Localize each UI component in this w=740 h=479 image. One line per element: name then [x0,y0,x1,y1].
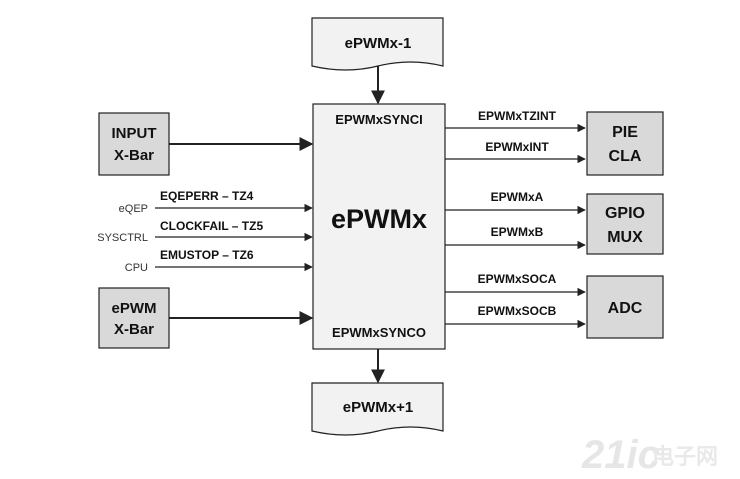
trip-signal-tz6: CPU EMUSTOP – TZ6 [125,248,313,274]
socb-label: EPWMxSOCB [478,304,557,318]
output-group-gpio: EPWMxA EPWMxB GPIO MUX [445,190,664,255]
tz4-label: EQEPERR – TZ4 [160,189,254,203]
center-title: ePWMx [331,204,427,234]
trip-signal-tz5: SYSCTRL CLOCKFAIL – TZ5 [97,219,313,244]
next-epwm-block: ePWMx+1 [311,382,444,436]
epwmb-label: EPWMxB [491,225,544,239]
tzint-label: EPWMxTZINT [478,109,557,123]
watermark: 21ic 电子网 [581,433,718,477]
tz6-label: EMUSTOP – TZ6 [160,248,254,262]
output-group-adc: EPWMxSOCA EPWMxSOCB ADC [445,272,664,339]
adc-label: ADC [608,300,643,317]
epwm-xbar-block: ePWM X-Bar [98,287,170,349]
epwm-center-block: EPWMxSYNCI ePWMx EPWMxSYNCO [312,103,446,350]
sync-in-label: EPWMxSYNCI [335,112,422,127]
output-group-pie: EPWMxTZINT EPWMxINT PIE CLA [445,109,664,176]
tz6-source: CPU [125,262,148,274]
soca-label: EPWMxSOCA [478,272,557,286]
pie-cla-block [586,111,664,176]
prev-epwm-block: ePWMx-1 [311,17,444,71]
epwm-xbar-line1: ePWM [112,300,157,317]
watermark-logo: 21ic [581,433,660,477]
pie-label: PIE [612,124,638,141]
gpio-label: GPIO [605,205,645,222]
epwm-xbar-line2: X-Bar [114,321,154,338]
trip-signal-tz4: eQEP EQEPERR – TZ4 [119,189,313,215]
int-label: EPWMxINT [485,140,549,154]
cla-label: CLA [609,148,642,165]
mux-label: MUX [607,229,643,246]
prev-epwm-label: ePWMx-1 [345,35,412,52]
epwma-label: EPWMxA [491,190,544,204]
next-epwm-label: ePWMx+1 [343,399,413,416]
tz5-label: CLOCKFAIL – TZ5 [160,219,263,233]
gpio-mux-block [586,193,664,255]
tz4-source: eQEP [119,203,148,215]
input-xbar-line1: INPUT [112,125,157,142]
sync-out-label: EPWMxSYNCO [332,325,426,340]
watermark-cn: 电子网 [652,445,718,470]
input-xbar-line2: X-Bar [114,147,154,164]
adc-block [586,275,664,339]
input-xbar-block: INPUT X-Bar [98,112,170,176]
tz5-source: SYSCTRL [97,232,148,244]
